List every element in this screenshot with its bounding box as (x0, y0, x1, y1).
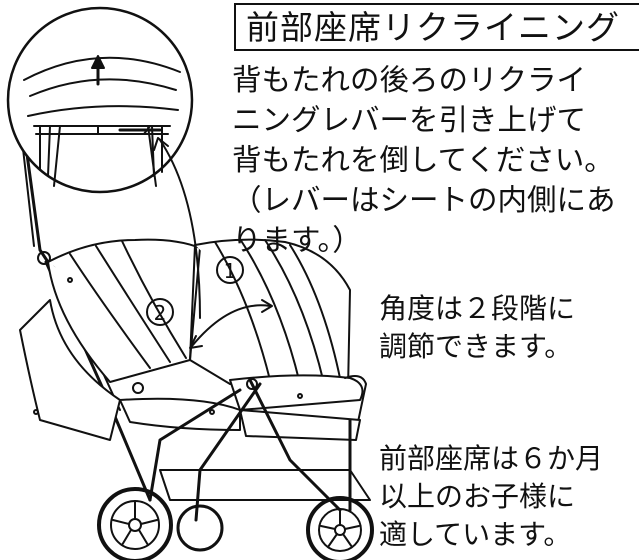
instruction-text: 背もたれの後ろのリクライ ニングレバーを引き上げて 背もたれを倒してください。 … (232, 60, 616, 260)
instruction-line: 背もたれを倒してください。 (232, 143, 614, 177)
age-note-line: 以上のお子様に (379, 480, 576, 513)
angle-note-line: 調節できます。 (379, 330, 573, 363)
marker-two: 2 (154, 301, 167, 325)
instruction-line: ります。） (232, 223, 362, 257)
age-note: 前部座席は６か月 以上のお子様に 適しています。 (379, 440, 603, 554)
age-note-line: 前部座席は６か月 (379, 442, 604, 475)
instruction-line: （レバーはシートの内側にあ (232, 183, 616, 217)
instruction-line: ニングレバーを引き上げて (232, 103, 587, 137)
page-title: 前部座席リクライニング (246, 8, 620, 47)
instruction-line: 背もたれの後ろのリクライ (232, 63, 587, 97)
angle-note-line: 角度は２段階に (379, 292, 576, 325)
marker-one: 1 (224, 259, 237, 283)
title-box: 前部座席リクライニング (234, 3, 639, 51)
angle-note: 角度は２段階に 調節できます。 (379, 290, 575, 366)
age-note-line: 適しています。 (379, 518, 572, 551)
